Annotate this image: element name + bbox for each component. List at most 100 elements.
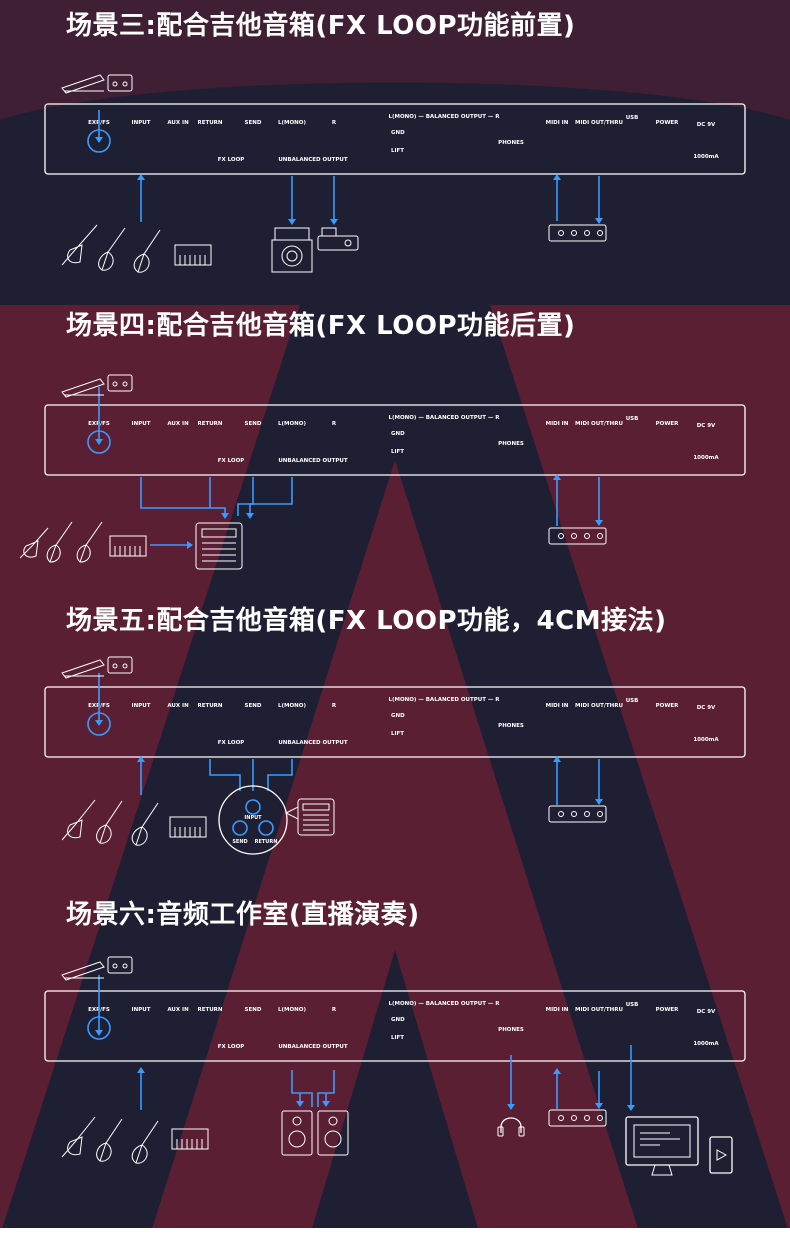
peripherals bbox=[61, 656, 607, 846]
label-current: 1000mA bbox=[693, 154, 719, 160]
label-phones: PHONES bbox=[498, 723, 524, 729]
connections bbox=[95, 387, 603, 549]
label-balanced-output: L(MONO) — BALANCED OUTPUT — R bbox=[388, 1001, 500, 1007]
scene-3-title: 场景三:配合吉他音箱(FX LOOP功能前置) bbox=[66, 11, 576, 41]
label-balanced-output: L(MONO) — BALANCED OUTPUT — R bbox=[388, 415, 500, 421]
expression-pedal-icon bbox=[61, 656, 133, 679]
device-back-panel: EXP/FS INPUT AUX IN RETURN SEND L(MONO) … bbox=[44, 990, 746, 1062]
scene-6-diagram: EXP/FS INPUT AUX IN RETURN SEND L(MONO) … bbox=[44, 956, 746, 1176]
scene-4: 场景四:配合吉他音箱(FX LOOP功能后置) bbox=[0, 300, 790, 595]
label-return: RETURN bbox=[197, 421, 222, 427]
connections bbox=[95, 673, 603, 805]
label-return: RETURN bbox=[197, 703, 222, 709]
connections bbox=[95, 110, 603, 225]
label-gnd: GND bbox=[391, 130, 405, 136]
scene-3-diagram: EXP/FS INPUT AUX IN RETURN SEND L(MONO) … bbox=[44, 74, 746, 273]
device-body bbox=[44, 103, 746, 175]
label-phones: PHONES bbox=[498, 1027, 524, 1033]
midi-controller-icon bbox=[548, 224, 607, 242]
expression-pedal-icon bbox=[61, 74, 133, 94]
label-usb: USB bbox=[626, 698, 639, 704]
label-dc-9v: DC 9V bbox=[697, 705, 716, 711]
label-midi-out-thru: MIDI OUT/THRU bbox=[575, 1007, 623, 1013]
label-phones: PHONES bbox=[498, 140, 524, 146]
label-current: 1000mA bbox=[693, 1041, 719, 1047]
scene-6: 场景六:音频工作室(直播演奏) bbox=[0, 895, 790, 1228]
label-aux-in: AUX IN bbox=[167, 1007, 189, 1013]
panel-labels: EXP/FS INPUT AUX IN RETURN SEND L(MONO) … bbox=[88, 415, 719, 464]
device-back-panel: EXP/FS INPUT AUX IN RETURN SEND L(MONO) … bbox=[44, 686, 746, 758]
label-unbalanced-output: UNBALANCED OUTPUT bbox=[278, 157, 348, 163]
label-midi-in: MIDI IN bbox=[546, 703, 569, 709]
label-l-mono: L(MONO) bbox=[278, 703, 306, 709]
guitar-icon bbox=[61, 799, 159, 846]
label-midi-in: MIDI IN bbox=[546, 1007, 569, 1013]
label-send: SEND bbox=[245, 1007, 262, 1013]
label-balanced-output: L(MONO) — BALANCED OUTPUT — R bbox=[388, 114, 500, 120]
label-power: POWER bbox=[656, 421, 680, 427]
label-dc-9v: DC 9V bbox=[697, 1009, 716, 1015]
device-body bbox=[44, 990, 746, 1062]
connections bbox=[95, 975, 635, 1111]
label-usb: USB bbox=[626, 416, 639, 422]
label-send: SEND bbox=[245, 703, 262, 709]
scene-5-title: 场景五:配合吉他音箱(FX LOOP功能，4CM接法) bbox=[66, 606, 667, 636]
label-lift: LIFT bbox=[391, 148, 404, 154]
scene-5-diagram: EXP/FS INPUT AUX IN RETURN SEND L(MONO) … bbox=[44, 656, 746, 855]
midi-controller-icon bbox=[548, 1109, 607, 1127]
computer-icon bbox=[625, 1116, 699, 1176]
zoom-input-label: INPUT bbox=[244, 815, 262, 821]
device-body bbox=[44, 686, 746, 758]
label-dc-9v: DC 9V bbox=[697, 423, 716, 429]
label-return: RETURN bbox=[197, 120, 222, 126]
label-current: 1000mA bbox=[693, 455, 719, 461]
label-midi-in: MIDI IN bbox=[546, 421, 569, 427]
label-input: INPUT bbox=[132, 421, 151, 427]
scene-4-diagram: EXP/FS INPUT AUX IN RETURN SEND L(MONO) … bbox=[19, 374, 746, 570]
label-gnd: GND bbox=[391, 713, 405, 719]
panel-labels: EXP/FS INPUT AUX IN RETURN SEND L(MONO) … bbox=[88, 114, 719, 163]
label-power: POWER bbox=[656, 703, 680, 709]
label-unbalanced-output: UNBALANCED OUTPUT bbox=[278, 1044, 348, 1050]
label-input: INPUT bbox=[132, 120, 151, 126]
tablet-icon bbox=[709, 1136, 733, 1174]
zoom-send-label: SEND bbox=[232, 839, 247, 845]
label-send: SEND bbox=[245, 120, 262, 126]
label-aux-in: AUX IN bbox=[167, 421, 189, 427]
label-input: INPUT bbox=[132, 703, 151, 709]
label-return: RETURN bbox=[197, 1007, 222, 1013]
label-r: R bbox=[332, 703, 337, 709]
label-power: POWER bbox=[656, 1007, 680, 1013]
guitar-icon bbox=[61, 1116, 159, 1164]
keyboard-icon bbox=[174, 244, 212, 266]
peripherals bbox=[19, 374, 607, 570]
keyboard-icon bbox=[109, 535, 147, 557]
label-l-mono: L(MONO) bbox=[278, 421, 306, 427]
peripherals bbox=[61, 956, 733, 1176]
device-back-panel: EXP/FS INPUT AUX IN RETURN SEND L(MONO) … bbox=[44, 103, 746, 175]
studio-monitors-icon bbox=[281, 1110, 349, 1156]
label-l-mono: L(MONO) bbox=[278, 1007, 306, 1013]
amp-cabinet-icon bbox=[317, 227, 359, 251]
zoom-inset: INPUT SEND RETURN bbox=[218, 785, 299, 855]
expression-pedal-icon bbox=[61, 956, 133, 981]
device-back-panel: EXP/FS INPUT AUX IN RETURN SEND L(MONO) … bbox=[44, 404, 746, 476]
zoom-return-label: RETURN bbox=[255, 839, 278, 845]
label-power: POWER bbox=[656, 120, 680, 126]
scene-6-title: 场景六:音频工作室(直播演奏) bbox=[66, 900, 420, 930]
scene-5: 场景五:配合吉他音箱(FX LOOP功能，4CM接法) bbox=[0, 595, 790, 895]
amp-head-icon bbox=[271, 227, 313, 273]
scene-4-title: 场景四:配合吉他音箱(FX LOOP功能后置) bbox=[66, 311, 576, 341]
keyboard-icon bbox=[171, 1128, 209, 1150]
label-fx-loop: FX LOOP bbox=[218, 458, 245, 464]
label-lift: LIFT bbox=[391, 1035, 404, 1041]
label-midi-out-thru: MIDI OUT/THRU bbox=[575, 120, 623, 126]
label-l-mono: L(MONO) bbox=[278, 120, 306, 126]
combo-amp-icon bbox=[297, 798, 335, 836]
label-midi-out-thru: MIDI OUT/THRU bbox=[575, 703, 623, 709]
label-lift: LIFT bbox=[391, 731, 404, 737]
panel-labels: EXP/FS INPUT AUX IN RETURN SEND L(MONO) … bbox=[88, 697, 719, 746]
label-balanced-output: L(MONO) — BALANCED OUTPUT — R bbox=[388, 697, 500, 703]
label-fx-loop: FX LOOP bbox=[218, 157, 245, 163]
